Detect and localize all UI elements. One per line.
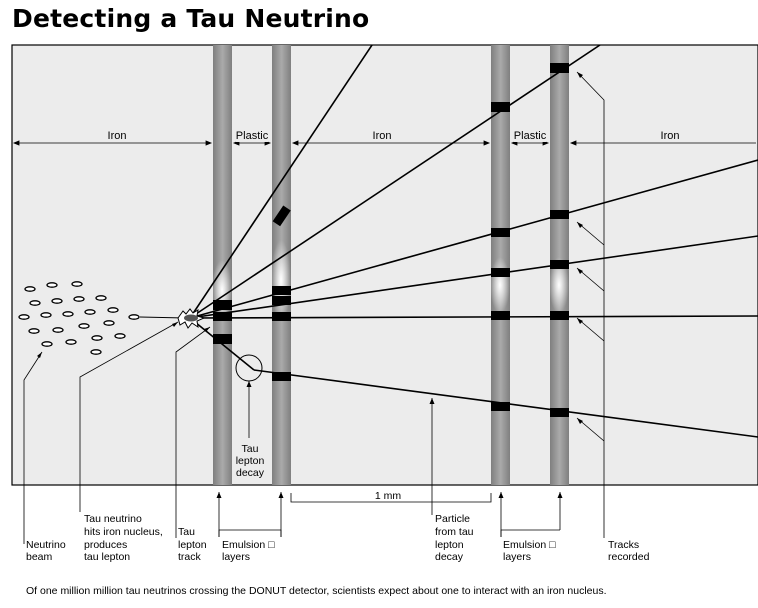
svg-text:Particle: Particle	[435, 513, 470, 525]
bottom-brackets	[23, 529, 560, 544]
caption: Of one million million tau neutrinos cro…	[26, 585, 607, 597]
svg-text:track: track	[178, 551, 202, 563]
svg-text:Neutrino: Neutrino	[26, 539, 66, 551]
track-1	[189, 45, 373, 319]
section-label-iron-middle: Iron	[373, 130, 392, 142]
svg-text:Tau: Tau	[242, 443, 259, 455]
section-label-iron-right: Iron	[661, 130, 680, 142]
track-2	[189, 45, 601, 319]
svg-text:produces: produces	[84, 539, 127, 551]
svg-text:lepton: lepton	[236, 455, 265, 467]
svg-text:Tracks: Tracks	[608, 539, 639, 551]
label-emulsion-layers-left: Emulsion □ layers	[222, 539, 275, 563]
svg-text:Emulsion □: Emulsion □	[222, 539, 275, 551]
svg-text:layers: layers	[222, 551, 250, 563]
detector-panel	[11, 44, 758, 486]
neutrino-beam	[18, 281, 140, 355]
interaction-burst-icon	[177, 308, 206, 329]
svg-text:Emulsion □: Emulsion □	[503, 539, 556, 551]
section-label-iron-left: Iron	[108, 130, 127, 142]
pointer-arrowheads	[37, 72, 583, 498]
svg-text:decay: decay	[435, 551, 464, 563]
label-tracks-recorded: Tracks recorded	[608, 539, 650, 563]
label-emulsion-layers-right: Emulsion □ layers	[503, 539, 556, 563]
svg-text:beam: beam	[26, 551, 53, 563]
svg-text:hits iron nucleus,: hits iron nucleus,	[84, 526, 163, 538]
svg-text:lepton: lepton	[435, 539, 464, 551]
label-tau-lepton-track: Tau lepton track	[178, 526, 207, 563]
page-title: Detecting a Tau Neutrino	[12, 4, 370, 33]
section-label-plastic-left: Plastic	[236, 130, 269, 142]
svg-text:tau lepton: tau lepton	[84, 551, 130, 563]
svg-text:Tau: Tau	[178, 526, 195, 538]
scale-bar: 1 mm	[290, 489, 492, 503]
label-tau-neutrino-hits: Tau neutrino hits iron nucleus, produces…	[84, 513, 163, 563]
beam-line	[139, 316, 186, 319]
label-particle-from-decay: Particle from tau lepton decay	[435, 513, 474, 563]
svg-text:from tau: from tau	[435, 526, 474, 538]
section-label-plastic-right: Plastic	[514, 130, 547, 142]
pointer-lines	[23, 71, 605, 538]
svg-text:Tau neutrino: Tau neutrino	[84, 513, 142, 525]
svg-text:recorded: recorded	[608, 551, 650, 563]
svg-text:lepton: lepton	[178, 539, 207, 551]
label-neutrino-beam: Neutrino beam	[26, 539, 66, 563]
scale-label: 1 mm	[375, 490, 402, 502]
svg-text:decay: decay	[236, 467, 265, 479]
track-hits	[213, 63, 569, 417]
tau-decay-label: Tau lepton decay	[236, 381, 265, 479]
svg-text:layers: layers	[503, 551, 531, 563]
section-labels: Iron Plastic Iron Plastic Iron	[103, 129, 684, 142]
